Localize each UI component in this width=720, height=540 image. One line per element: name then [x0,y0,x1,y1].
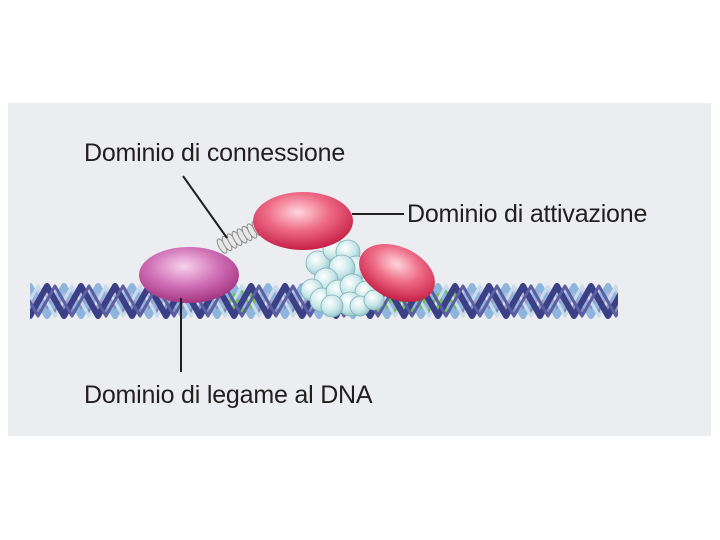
leader-line-connection [182,175,228,239]
label-dna-binding-domain: Dominio di legame al DNA [84,381,373,409]
dna-binding-domain [139,247,239,303]
label-connection-domain: Dominio di connessione [84,139,346,167]
activation-domain-right [359,243,435,303]
activation-domain-upper [253,192,353,250]
label-activation-domain: Dominio di attivazione [407,200,648,228]
